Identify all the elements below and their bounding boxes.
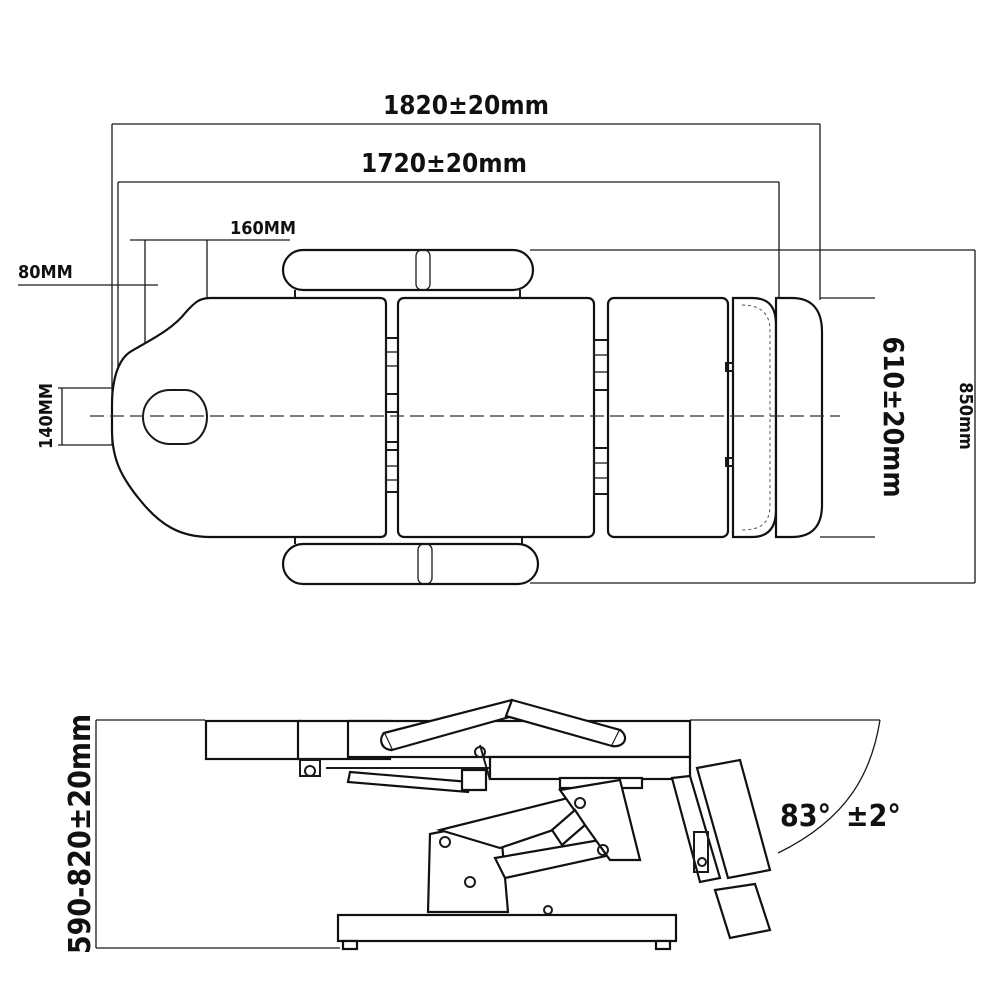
overall-width-label: 850mm <box>955 382 976 450</box>
dimension-bed-width: 610±20mm <box>820 297 910 538</box>
dimension-overall-width: 850mm <box>530 249 976 584</box>
face-hole-label: 140MM <box>36 383 57 449</box>
backrest-angle-label: 83° <box>780 799 831 834</box>
offset-160mm-label: 160MM <box>230 218 296 239</box>
offset-80mm-label: 80MM <box>18 262 73 283</box>
dimension-overall-length: 1820±20mm <box>111 91 821 445</box>
armrest-bottom <box>281 537 540 586</box>
armrest-top <box>281 248 535 298</box>
angle-tolerance-label: ±2° <box>846 799 901 834</box>
side-frame-bar <box>488 755 692 781</box>
height-range-label: 590-820±20mm <box>63 714 98 954</box>
hinge-left <box>385 337 399 493</box>
dimension-height-range: 590-820±20mm <box>63 714 340 954</box>
dimension-bed-length: 1720±20mm <box>117 149 780 445</box>
face-hole-icon <box>142 389 208 445</box>
side-linkage <box>299 744 491 794</box>
side-lift-mechanism <box>426 778 642 915</box>
head-section <box>110 296 388 539</box>
side-foot-section <box>670 758 772 940</box>
bed-width-label: 610±20mm <box>877 336 910 497</box>
top-view: 1820±20mm 1720±20mm 160MM 80MM 140MM <box>18 91 976 586</box>
foot-section-inner <box>731 296 778 539</box>
side-view: 590-820±20mm 83° ±2° <box>63 698 901 954</box>
side-floor-base <box>336 913 678 943</box>
bed-length-label: 1720±20mm <box>361 149 527 179</box>
leg-section <box>606 296 730 539</box>
hinge-right <box>593 339 609 495</box>
foot-section-outer <box>774 296 824 539</box>
seat-section <box>396 296 596 539</box>
dimension-backrest-angle: 83° ±2° <box>690 719 901 854</box>
side-armrest-right <box>504 698 627 748</box>
side-head-section <box>204 719 303 761</box>
dimension-80mm: 80MM <box>18 262 158 286</box>
overall-length-label: 1820±20mm <box>383 91 549 121</box>
